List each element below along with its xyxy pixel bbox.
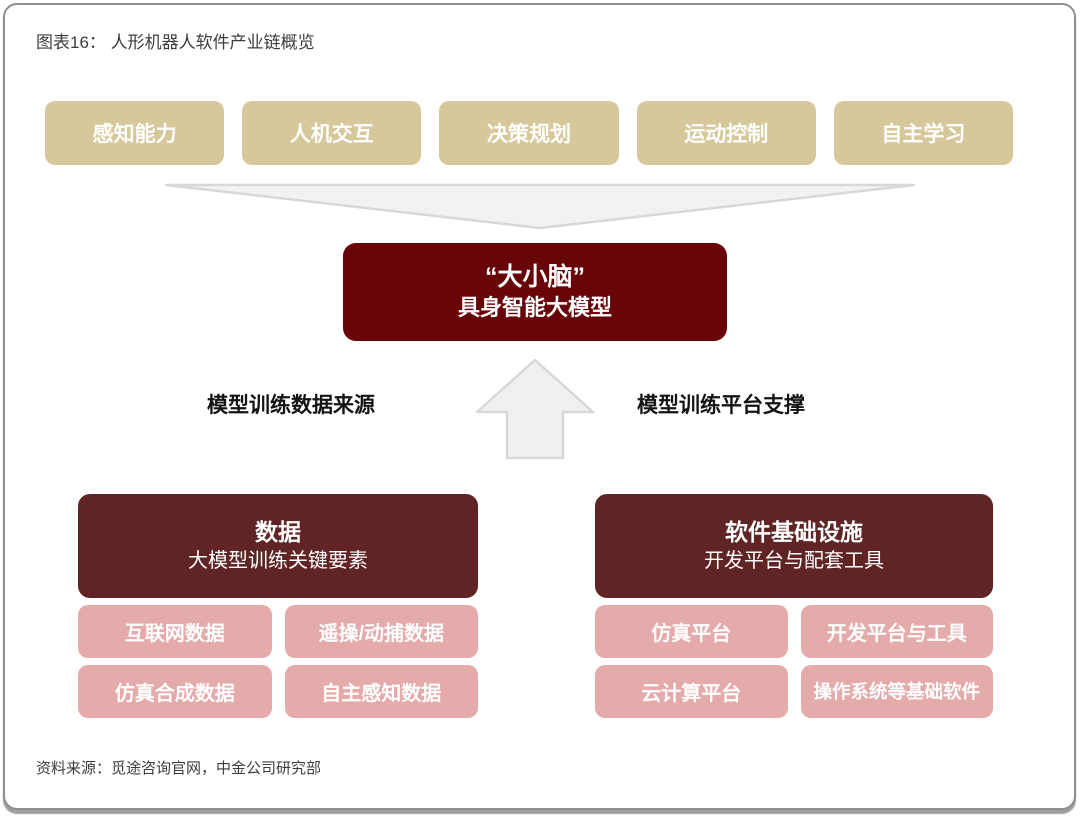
infra-section: 软件基础设施 开发平台与配套工具 仿真平台 开发平台与工具 云计算平台 操作系统… [595,494,993,718]
brain-model-title: “大小脑” [484,263,585,292]
data-section-subtitle: 大模型训练关键要素 [188,550,368,573]
brain-model-subtitle: 具身智能大模型 [457,294,612,320]
data-item-autonomous-perception: 自主感知数据 [284,665,478,718]
infra-item-dev-platform-tools: 开发平台与工具 [800,605,993,658]
infra-section-title: 软件基础设施 [725,518,863,545]
brain-model-box: “大小脑” 具身智能大模型 [343,243,727,341]
figure-source: 资料来源：觅途咨询官网，中金公司研究部 [36,760,322,777]
infra-item-cloud-computing: 云计算平台 [595,665,788,718]
capability-pill-planning: 决策规划 [439,101,619,165]
infra-section-subtitle: 开发平台与配套工具 [704,550,884,573]
capability-pill-hmi: 人机交互 [242,101,422,165]
infra-section-items: 仿真平台 开发平台与工具 云计算平台 操作系统等基础软件 [595,605,993,718]
label-training-data-source: 模型训练数据来源 [207,394,375,417]
data-section-header: 数据 大模型训练关键要素 [78,494,478,598]
data-section: 数据 大模型训练关键要素 互联网数据 遥操/动捕数据 仿真合成数据 自主感知数据 [78,494,478,718]
infra-item-os-base-software: 操作系统等基础软件 [800,665,993,718]
data-item-internet: 互联网数据 [78,605,272,658]
data-item-teleop-mocap: 遥操/动捕数据 [284,605,478,658]
data-section-title: 数据 [255,518,301,545]
capability-pill-motion: 运动控制 [636,101,816,165]
infra-section-header: 软件基础设施 开发平台与配套工具 [595,494,993,598]
data-section-items: 互联网数据 遥操/动捕数据 仿真合成数据 自主感知数据 [78,605,478,718]
figure-title: 图表16： 人形机器人软件产业链概览 [36,33,315,52]
funnel-shape [164,183,916,230]
data-item-sim-synthetic: 仿真合成数据 [78,665,272,718]
capability-pill-learning: 自主学习 [833,101,1014,165]
capability-pill-perception: 感知能力 [45,101,225,165]
infra-item-sim-platform: 仿真平台 [595,605,788,658]
capability-row: 感知能力 人机交互 决策规划 运动控制 自主学习 [45,101,1014,165]
label-training-platform-support: 模型训练平台支撑 [637,394,805,417]
up-arrow-icon [475,358,595,460]
